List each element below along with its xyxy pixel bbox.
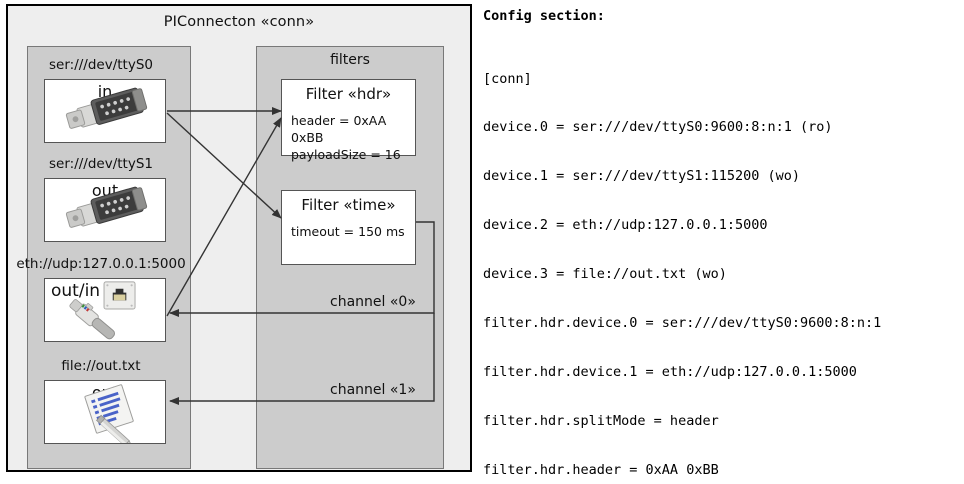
device-card-eth[interactable]: out/in [44, 278, 166, 342]
filter-prop: payloadSize = 16 [291, 147, 401, 162]
channel-label-1: channel «1» [330, 382, 416, 398]
ethernet-icon [69, 281, 136, 340]
config-line: filter.hdr.device.0 = ser:///dev/ttyS0:9… [483, 315, 882, 332]
device-card-ttys0[interactable]: in [44, 79, 166, 143]
config-line: device.3 = file://out.txt (wo) [483, 266, 727, 283]
config-line: filter.hdr.header = 0xAA 0xBB [483, 461, 719, 478]
device-card-ttys1[interactable]: out [44, 178, 166, 242]
config-line: device.0 = ser:///dev/ttyS0:9600:8:n:1 (… [483, 119, 833, 136]
device-caption-ttys1: ser:///dev/ttyS1 [49, 156, 153, 172]
config-line: device.2 = eth://udp:127.0.0.1:5000 [483, 217, 768, 234]
config-line: [conn] [483, 70, 532, 87]
config-line: device.1 = ser:///dev/ttyS1:115200 (wo) [483, 168, 800, 185]
config-heading: Config section: [483, 8, 605, 24]
device-caption-file: file://out.txt [61, 358, 141, 374]
serial-port-icon [65, 186, 148, 228]
filter-props-time: timeout = 150 ms [291, 223, 405, 240]
filters-group-label: filters [330, 52, 370, 68]
filter-props-hdr: header = 0xAA 0xBB payloadSize = 16 [291, 112, 415, 163]
filter-prop: header = 0xAA 0xBB [291, 113, 387, 145]
device-caption-ttys0: ser:///dev/ttyS0 [49, 57, 153, 73]
channel-label-0: channel «0» [330, 294, 416, 310]
document-pencil-icon [84, 384, 134, 443]
config-panel: Config section: [conn] device.0 = ser://… [483, 8, 961, 484]
device-caption-eth: eth://udp:127.0.0.1:5000 [16, 256, 186, 272]
device-direction-eth: out/in [51, 281, 101, 301]
device-card-file[interactable]: out [44, 380, 166, 444]
filter-card-hdr[interactable]: Filter «hdr» header = 0xAA 0xBB payloadS… [281, 79, 416, 162]
page-title: PIConnecton «conn» [163, 14, 315, 30]
config-line: filter.hdr.splitMode = header [483, 412, 719, 429]
config-line: filter.hdr.device.1 = eth://udp:127.0.0.… [483, 363, 857, 380]
filter-prop: timeout = 150 ms [291, 224, 405, 239]
filter-title-time: Filter «time» [301, 196, 396, 214]
serial-port-icon [65, 87, 148, 129]
filter-card-time[interactable]: Filter «time» timeout = 150 ms [281, 190, 416, 265]
filter-title-hdr: Filter «hdr» [305, 85, 392, 103]
config-lines: [conn] device.0 = ser:///dev/ttyS0:9600:… [483, 38, 961, 484]
